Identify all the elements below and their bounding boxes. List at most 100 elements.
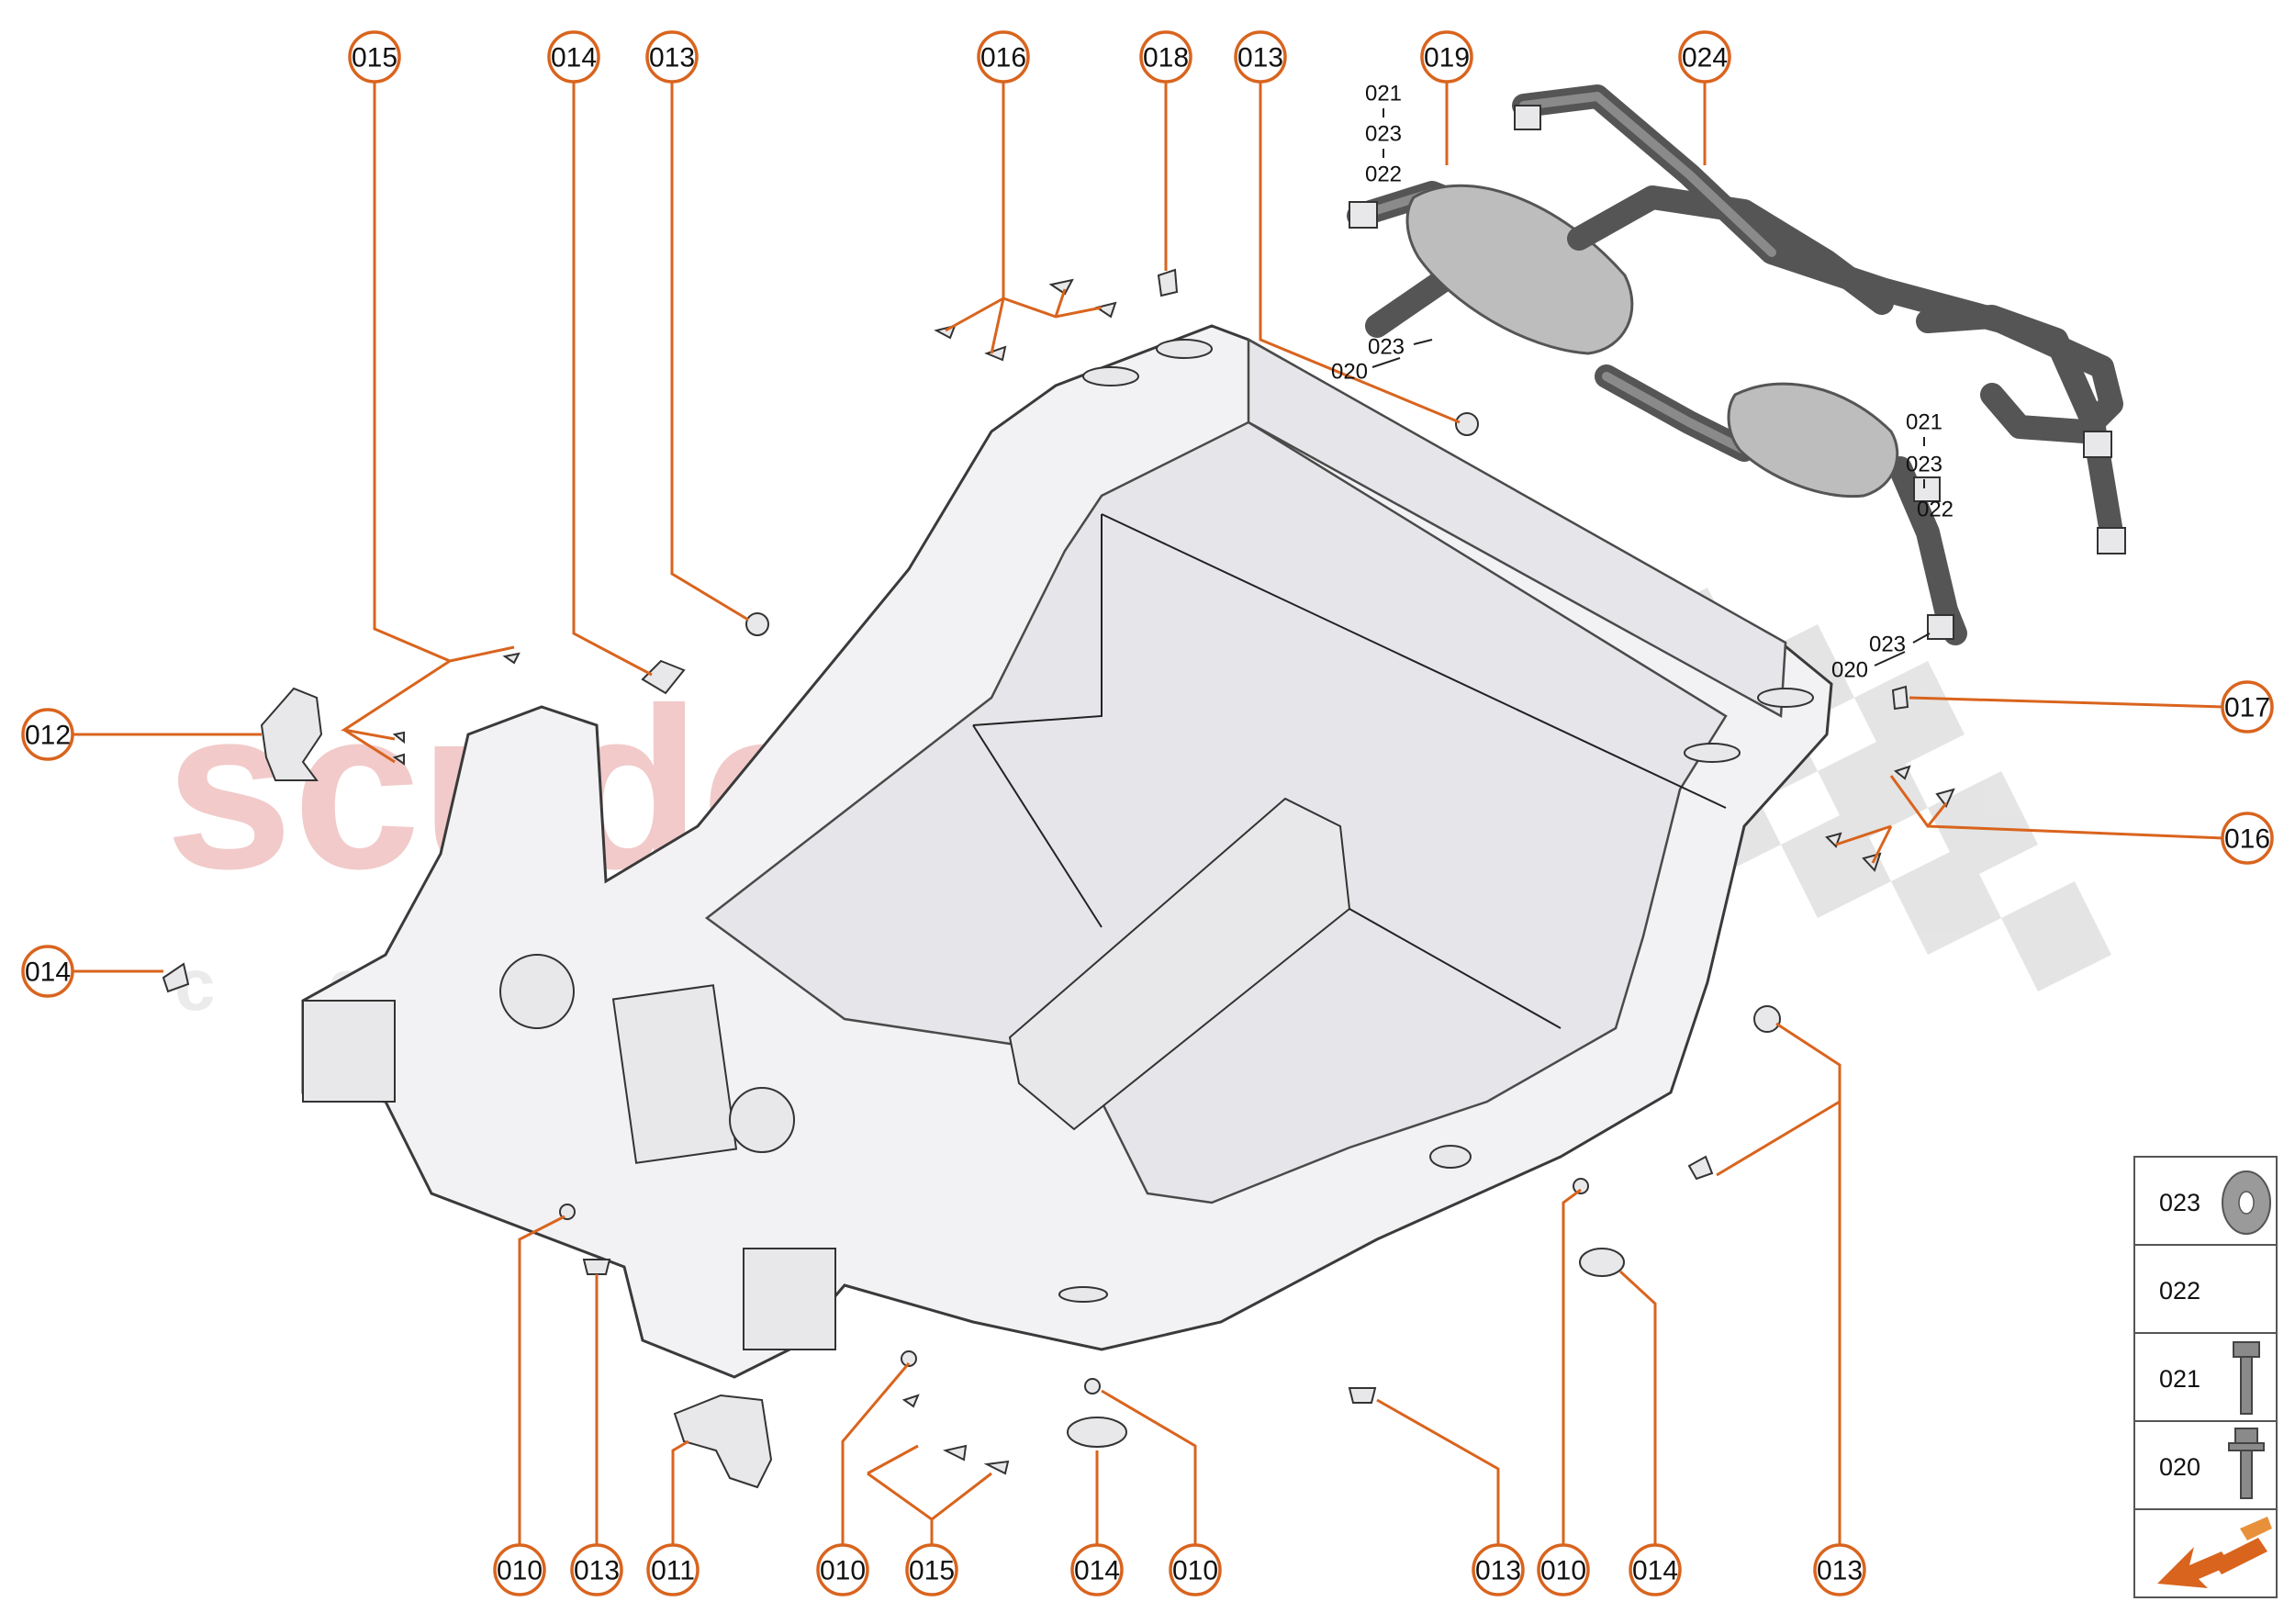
callout-circle <box>1678 30 1731 84</box>
callout-013[interactable]: 013 <box>1472 1543 1525 1596</box>
cover-014-bottom[interactable] <box>1067 1417 1127 1448</box>
callout-label: 019 <box>1424 43 1470 73</box>
legend-code-022: 022 <box>2159 1277 2200 1305</box>
callout-label: 018 <box>1143 43 1189 73</box>
hw-label-022-ul: 022 <box>1365 162 1402 187</box>
callout-label: 011 <box>651 1556 695 1586</box>
washer-icon <box>2222 1170 2271 1235</box>
plug-010-d[interactable] <box>1573 1178 1589 1194</box>
long-bolt-icon <box>2233 1341 2260 1415</box>
clip-014-left[interactable] <box>162 962 190 993</box>
callout-014[interactable]: 014 <box>1070 1543 1124 1596</box>
bracket-012[interactable] <box>260 687 323 781</box>
bracket-011[interactable] <box>673 1394 773 1489</box>
exhaust-bracket-assembly[interactable] <box>1347 181 1967 645</box>
callout-circle <box>2221 812 2274 865</box>
rear-frame-tube[interactable] <box>1512 84 2126 554</box>
plug-013-bottom-c[interactable] <box>1687 1155 1714 1181</box>
callout-010[interactable]: 010 <box>816 1543 869 1596</box>
monocoque-tub[interactable] <box>301 324 1833 1379</box>
plug-013-rear[interactable] <box>1455 412 1479 436</box>
callout-015[interactable]: 015 <box>348 30 401 84</box>
clip-018[interactable] <box>1157 268 1179 297</box>
plug-013-side[interactable] <box>1753 1005 1781 1033</box>
legend-code-021: 021 <box>2159 1365 2200 1393</box>
hw-label-020-mid: 020 <box>1331 360 1368 385</box>
flange-bolt-icon <box>2228 1428 2265 1499</box>
callout-017[interactable]: 017 <box>2221 680 2274 734</box>
plug-013-bottom-a[interactable] <box>582 1259 611 1275</box>
callout-circle <box>1629 1543 1682 1596</box>
clip-017[interactable] <box>1891 685 1909 711</box>
callout-016[interactable]: 016 <box>2221 812 2274 865</box>
callout-010[interactable]: 010 <box>1169 1543 1222 1596</box>
plug-010-b[interactable] <box>901 1350 917 1367</box>
callout-circle <box>1169 1543 1222 1596</box>
callout-label: 016 <box>980 43 1026 73</box>
callout-010[interactable]: 010 <box>493 1543 546 1596</box>
hardware-labels: 021 023 022 023 020 021 023 022 023 020 <box>1331 82 1954 683</box>
callout-013[interactable]: 013 <box>645 30 699 84</box>
callout-label: 010 <box>820 1556 866 1586</box>
clip-014-top[interactable] <box>641 659 686 695</box>
callout-circle <box>1813 1543 1866 1596</box>
plug-010-c[interactable] <box>1084 1378 1101 1394</box>
callout-circle <box>1472 1543 1525 1596</box>
callout-circle <box>21 708 74 761</box>
loose-parts <box>162 268 1955 1489</box>
callout-circle <box>1070 1543 1124 1596</box>
callout-label: 024 <box>1682 43 1728 73</box>
callout-label: 013 <box>574 1556 620 1586</box>
callout-011[interactable]: 011 <box>646 1543 700 1596</box>
hardware-legend: 023 022 021 020 <box>2133 1156 2278 1598</box>
hw-label-023-lr: 023 <box>1869 633 1906 657</box>
callout-circle <box>348 30 401 84</box>
hw-label-022-r: 022 <box>1917 498 1954 522</box>
callout-circle <box>1139 30 1192 84</box>
callout-circle <box>816 1543 869 1596</box>
callout-018[interactable]: 018 <box>1139 30 1192 84</box>
callout-label: 010 <box>1540 1556 1586 1586</box>
callout-label: 014 <box>1074 1556 1120 1586</box>
callout-label: 010 <box>497 1556 543 1586</box>
callout-010[interactable]: 010 <box>1537 1543 1590 1596</box>
callout-label: 013 <box>649 43 695 73</box>
callout-label: 013 <box>1817 1556 1863 1586</box>
callout-circle <box>977 30 1030 84</box>
cover-014-right[interactable] <box>1579 1248 1625 1277</box>
callout-013[interactable]: 013 <box>1813 1543 1866 1596</box>
callout-circle <box>2221 680 2274 734</box>
callout-014[interactable]: 014 <box>547 30 600 84</box>
callout-bubbles: 015 014 013 016 018 013 019 024 012 014 017 016 010 0… <box>21 30 2274 1596</box>
callout-circle <box>905 1543 958 1596</box>
callout-circle <box>1537 1543 1590 1596</box>
callout-019[interactable]: 019 <box>1420 30 1473 84</box>
callout-circle <box>645 30 699 84</box>
callout-label: 015 <box>352 43 397 73</box>
plug-013-top[interactable] <box>745 612 769 636</box>
callout-012[interactable]: 012 <box>21 708 74 761</box>
callout-circle <box>1234 30 1287 84</box>
hw-label-023-mid: 023 <box>1368 335 1405 360</box>
callout-label: 015 <box>909 1556 955 1586</box>
callout-015[interactable]: 015 <box>905 1543 958 1596</box>
callout-014[interactable]: 014 <box>21 945 74 998</box>
callout-label: 012 <box>25 721 71 751</box>
callout-circle <box>21 945 74 998</box>
plug-013-bottom-b[interactable] <box>1348 1387 1377 1404</box>
callout-013[interactable]: 013 <box>570 1543 623 1596</box>
legend-code-020: 020 <box>2159 1453 2200 1481</box>
callout-014[interactable]: 014 <box>1629 1543 1682 1596</box>
hw-label-023-r: 023 <box>1906 453 1942 477</box>
callout-circle <box>547 30 600 84</box>
callout-label: 013 <box>1475 1556 1521 1586</box>
callout-label: 010 <box>1172 1556 1218 1586</box>
callout-013[interactable]: 013 <box>1234 30 1287 84</box>
callout-circle <box>646 1543 700 1596</box>
callout-024[interactable]: 024 <box>1678 30 1731 84</box>
hw-label-021-r: 021 <box>1906 410 1942 435</box>
callout-label: 014 <box>1632 1556 1678 1586</box>
callout-016[interactable]: 016 <box>977 30 1030 84</box>
next-page-arrow-icon[interactable] <box>2157 1517 2272 1588</box>
